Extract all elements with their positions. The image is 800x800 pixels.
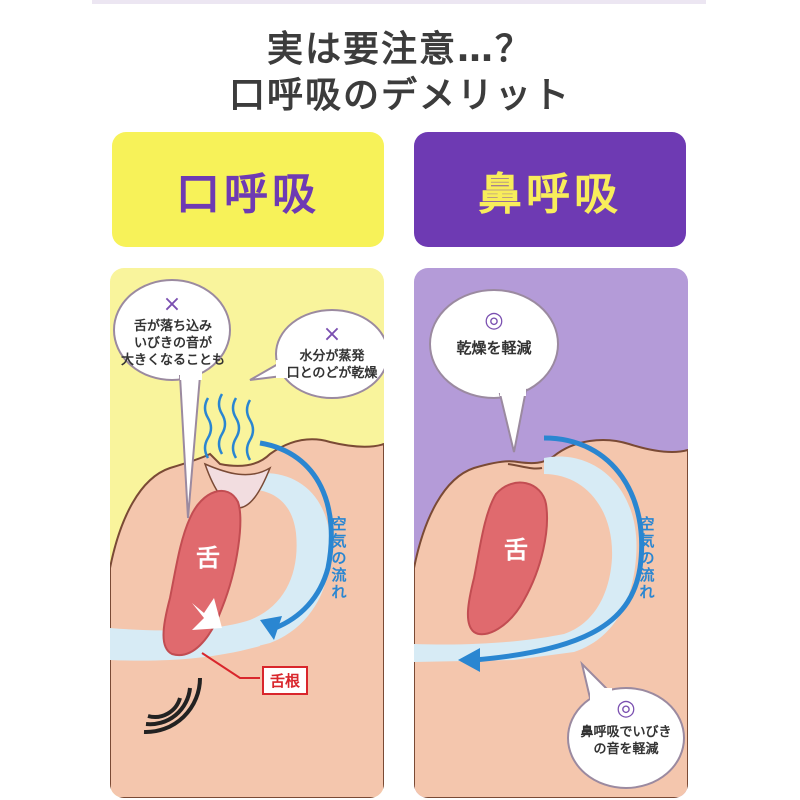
bubble-reduce-dryness: 乾燥を軽減 <box>456 339 532 357</box>
page-title-line1: 実は要注意…？ <box>266 29 533 70</box>
bubble-dry-mouth: 水分が蒸発 口とのどが乾燥 <box>286 349 378 381</box>
mouth-breathing-header: 口呼吸 <box>112 132 384 247</box>
nose-breathing-illustration <box>414 268 688 798</box>
bubble-tongue-drop: 舌が落ち込み いびきの音が 大きくなることも <box>120 319 225 368</box>
page-title-line2: 口呼吸のデメリット <box>228 75 571 116</box>
nose-breathing-panel: ◎ 乾燥を軽減 舌 空気の流れ ◎ 鼻呼吸でいびき の音を軽減 <box>414 268 688 798</box>
good-double-circle-icon: ◎ <box>484 308 504 333</box>
tongue-root-label: 舌根 <box>262 666 309 695</box>
good-double-circle-icon: ◎ <box>616 696 636 721</box>
tongue-label: 舌 <box>196 544 220 572</box>
top-divider <box>92 0 706 4</box>
bad-cross-icon: × <box>322 322 342 347</box>
airflow-label: 空気の流れ <box>331 515 347 601</box>
bad-cross-icon: × <box>162 292 182 317</box>
mouth-breathing-panel: × 舌が落ち込み いびきの音が 大きくなることも × 水分が蒸発 口とのどが乾燥… <box>110 268 384 798</box>
bubble-reduce-snoring: 鼻呼吸でいびき の音を軽減 <box>580 725 672 757</box>
mouth-breathing-illustration <box>110 268 384 798</box>
nose-breathing-header: 鼻呼吸 <box>414 132 686 247</box>
tongue-label: 舌 <box>504 536 528 564</box>
airflow-label: 空気の流れ <box>639 515 655 601</box>
